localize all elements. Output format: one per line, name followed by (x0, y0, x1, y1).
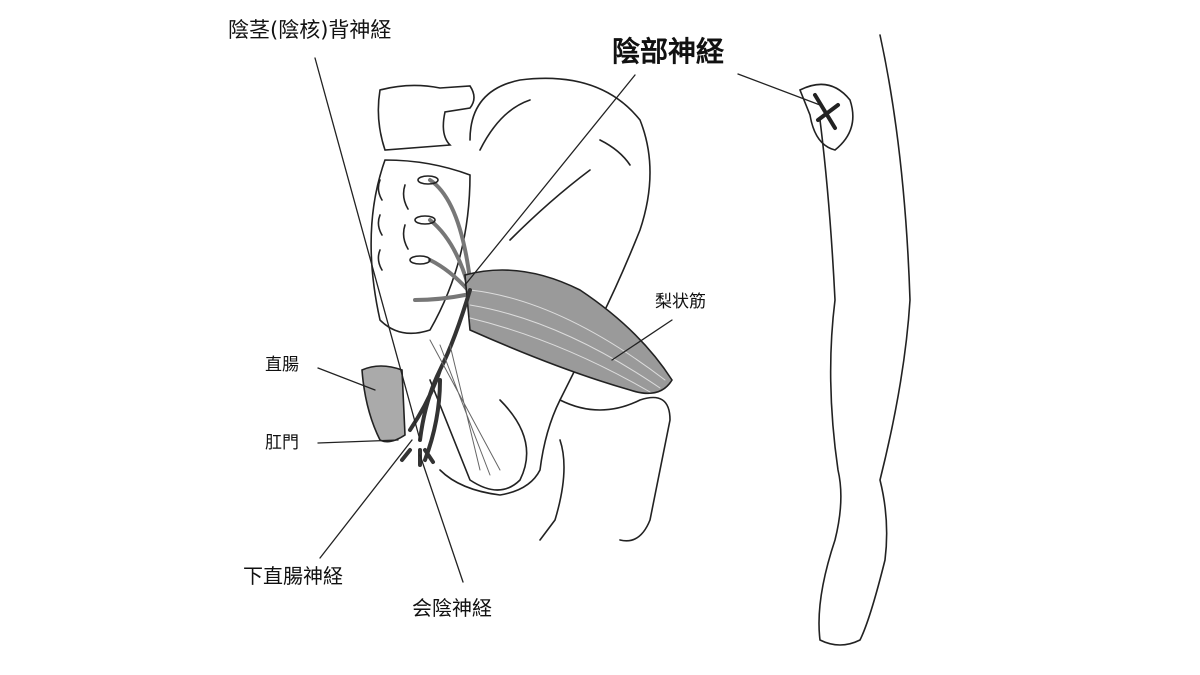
x-mark-icon (813, 93, 840, 130)
sacrum (370, 159, 471, 335)
rectum-shape (361, 365, 406, 443)
femur (539, 396, 671, 542)
label-perineal-nerve: 会陰神経 (412, 596, 492, 620)
label-dorsal-nerve: 陰茎(陰核)背神経 (228, 18, 392, 42)
label-piriformis: 梨状筋 (655, 292, 706, 312)
leg-outline (818, 34, 911, 646)
pudendal-nerve-branch (400, 288, 472, 467)
ilium (439, 77, 651, 496)
piriformis-muscle (464, 269, 673, 395)
lumbar-vertebra (377, 84, 475, 151)
label-pudendal-nerve: 陰部神経 (612, 35, 725, 68)
label-rectum: 直腸 (265, 355, 299, 375)
ischium (429, 379, 528, 491)
label-anus: 肛門 (265, 433, 299, 453)
label-inferior-rectal-nerve: 下直腸神経 (243, 564, 343, 588)
hip-marker (798, 83, 854, 151)
